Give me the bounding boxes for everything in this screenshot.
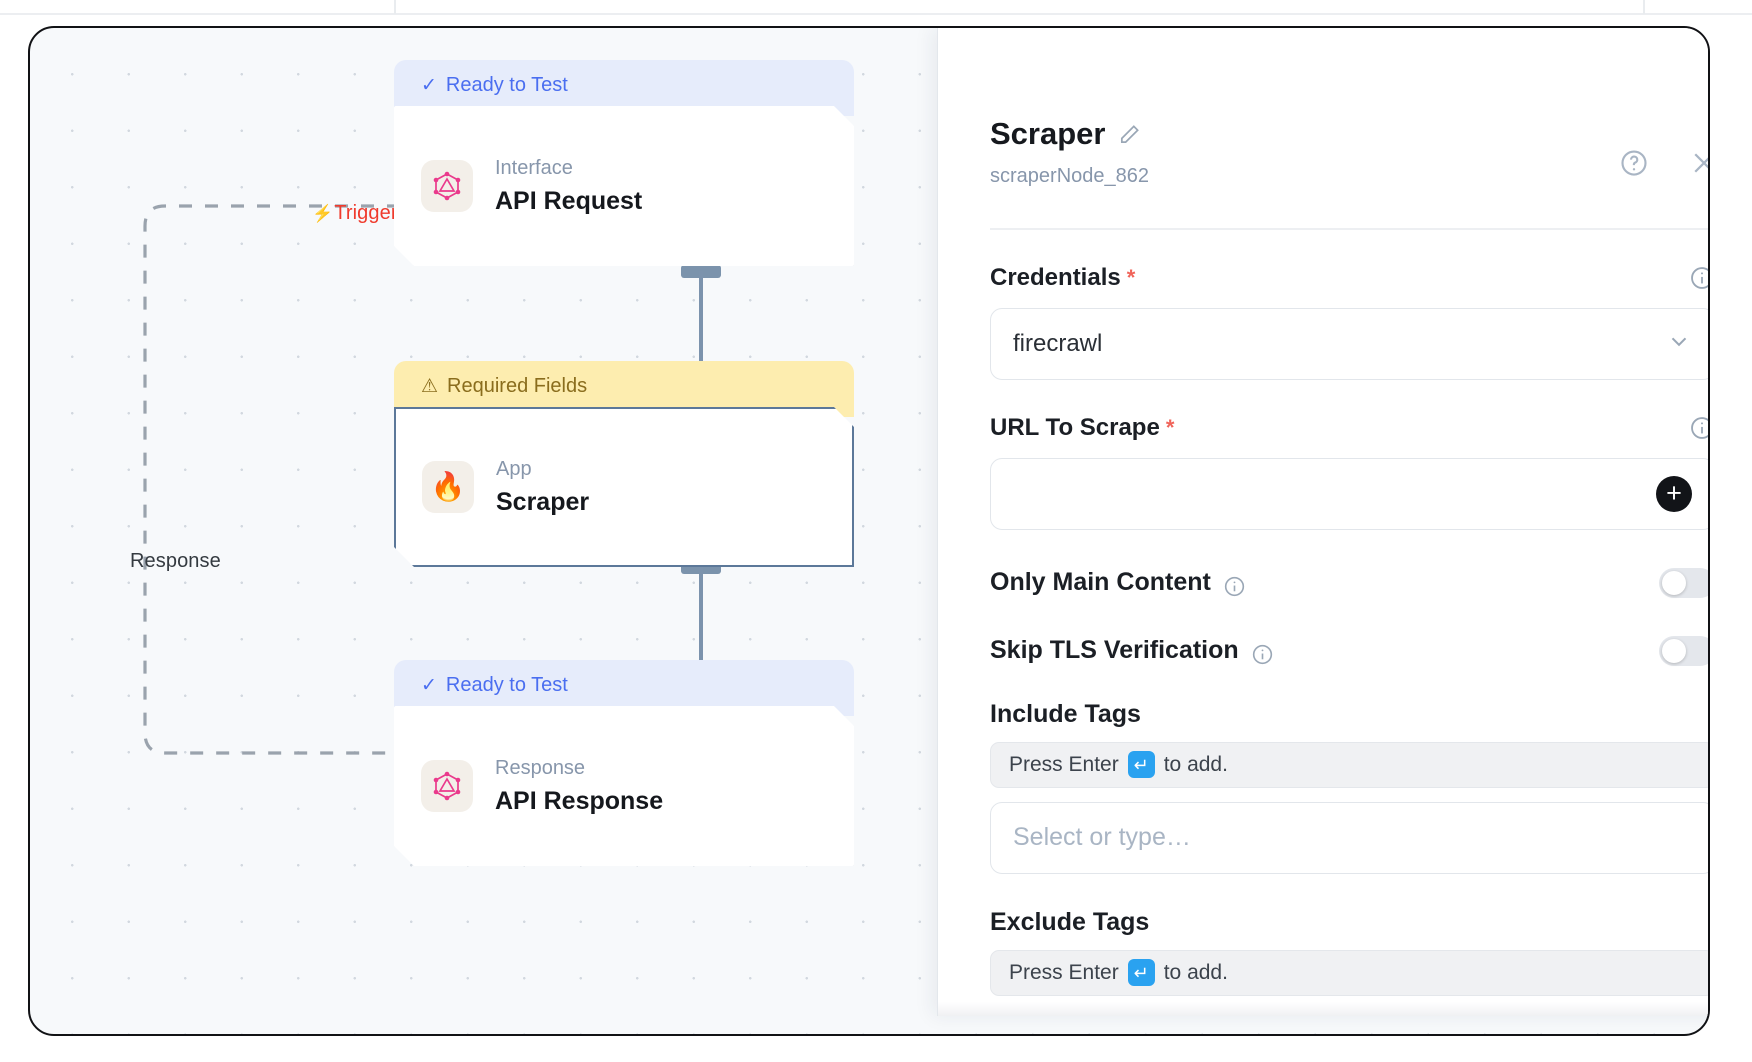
node-settings-panel: Scraper scraperNode_862 [937, 28, 1708, 1016]
plus-icon[interactable]: + [1656, 475, 1692, 512]
skip-tls-verification-label: Skip TLS Verification [990, 636, 1274, 665]
credentials-label-text: Credentials [990, 263, 1121, 291]
node-text: App Scraper [496, 458, 589, 517]
node-text: Interface API Request [495, 157, 642, 216]
response-label: Response [130, 550, 221, 572]
node-title-label: API Request [495, 186, 643, 215]
skip-tls-verification-toggle[interactable] [1659, 635, 1708, 666]
include-tags-label: Include Tags [990, 699, 1141, 728]
node-kind-label: App [496, 457, 532, 480]
credentials-label: Credentials * [990, 264, 1135, 292]
node-body[interactable]: Interface API Request [394, 106, 854, 266]
enter-key-icon: ↵ [1127, 751, 1155, 778]
graphql-icon [421, 760, 473, 812]
lightning-bolt-icon: ⚡ [312, 203, 334, 223]
close-icon[interactable] [1689, 148, 1708, 183]
skip-tls-verification-label-text: Skip TLS Verification [990, 636, 1239, 664]
toggle-knob [1662, 638, 1686, 663]
node-status-label: Ready to Test [445, 673, 568, 696]
fire-icon: 🔥 [422, 461, 474, 513]
node-kind-label: Response [495, 756, 586, 779]
node-status-label: Ready to Test [445, 73, 568, 96]
include-tags-hint: Press Enter ↵ to add. [990, 741, 1708, 788]
node-text: Response API Response [495, 757, 663, 816]
chevron-down-icon [1666, 328, 1692, 359]
field-credentials: Credentials * firecrawl [990, 264, 1708, 380]
url-to-scrape-label-text: URL To Scrape [990, 413, 1160, 441]
field-label-row: Credentials * [990, 264, 1708, 292]
window-divider-right [1643, 0, 1645, 14]
exclude-tags-label: Exclude Tags [990, 907, 1150, 936]
connector-1-2 [699, 271, 703, 383]
panel-actions [1619, 148, 1708, 183]
info-icon[interactable] [1689, 265, 1708, 291]
panel-divider [990, 228, 1708, 230]
help-circle-icon[interactable] [1619, 148, 1649, 183]
node-api-request[interactable]: ✓ Ready to Test [394, 60, 854, 266]
only-main-content-toggle[interactable] [1659, 567, 1708, 598]
panel-subtitle: scraperNode_862 [990, 165, 1149, 187]
graphql-icon [421, 160, 473, 212]
node-body[interactable]: Response API Response [394, 706, 854, 866]
field-skip-tls-verification: Skip TLS Verification [990, 635, 1708, 666]
url-to-scrape-input[interactable]: + [990, 457, 1708, 530]
field-label-row: URL To Scrape * [990, 414, 1708, 442]
panel-header: Scraper scraperNode_862 [938, 28, 1708, 188]
node-kind-label: Interface [495, 156, 573, 179]
check-icon: ✓ [421, 674, 437, 696]
url-to-scrape-label: URL To Scrape * [990, 414, 1174, 442]
node-title-label: API Response [495, 786, 664, 815]
include-tags-placeholder: Select or type… [1013, 823, 1191, 851]
exclude-tags-hint: Press Enter ↵ to add. [990, 949, 1708, 996]
node-scraper[interactable]: ⚠ Required Fields 🔥 App Scraper [394, 361, 854, 567]
panel-title: Scraper [990, 116, 1106, 151]
panel-title-row: Scraper [990, 116, 1708, 152]
node-body[interactable]: 🔥 App Scraper [394, 407, 854, 567]
hint-suffix: to add. [1163, 752, 1228, 776]
pencil-icon[interactable] [1118, 123, 1141, 146]
check-icon: ✓ [421, 74, 437, 96]
info-icon[interactable] [1223, 575, 1246, 598]
only-main-content-label: Only Main Content [990, 568, 1246, 597]
info-icon[interactable] [1251, 643, 1274, 666]
warning-triangle-icon: ⚠ [421, 375, 439, 397]
include-tags-input[interactable]: Select or type… [990, 801, 1708, 874]
window-top-line [0, 13, 1752, 15]
credentials-value: firecrawl [1013, 329, 1103, 357]
hint-suffix: to add. [1163, 960, 1228, 984]
node-title-label: Scraper [496, 487, 590, 516]
workflow-canvas[interactable]: ⚡ Trigger Response ✓ Ready to Test [28, 26, 1710, 1036]
field-only-main-content: Only Main Content [990, 567, 1708, 598]
only-main-content-label-text: Only Main Content [990, 568, 1211, 596]
window-divider-left [394, 0, 396, 14]
node-status-label: Required Fields [447, 374, 588, 397]
panel-bottom-fade [938, 1002, 1708, 1016]
required-marker: * [1165, 414, 1175, 440]
trigger-response-dashed-path [143, 204, 400, 755]
field-url-to-scrape: URL To Scrape * + [990, 414, 1708, 530]
panel-form: Credentials * firecrawl [938, 264, 1708, 996]
info-icon[interactable] [1689, 415, 1708, 441]
enter-key-icon: ↵ [1127, 959, 1155, 986]
hint-prefix: Press Enter [1009, 752, 1119, 776]
toggle-knob [1662, 570, 1686, 595]
node-api-response[interactable]: ✓ Ready to Test [394, 660, 854, 866]
trigger-label-text: Trigger [334, 202, 398, 224]
connector-2-3 [699, 567, 703, 678]
trigger-label: ⚡ Trigger [312, 202, 398, 225]
hint-prefix: Press Enter [1009, 960, 1119, 984]
credentials-select[interactable]: firecrawl [990, 307, 1708, 380]
required-marker: * [1126, 264, 1136, 290]
